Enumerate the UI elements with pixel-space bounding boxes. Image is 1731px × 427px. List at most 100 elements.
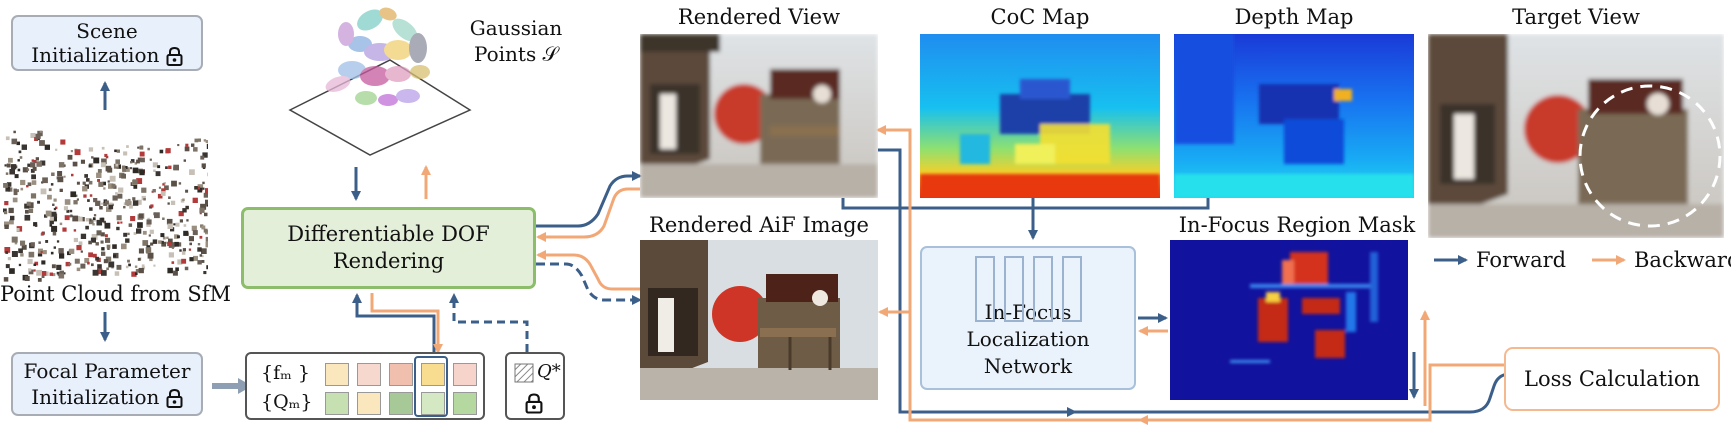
point-cloud-dot — [57, 171, 63, 176]
point-cloud-dot — [105, 256, 112, 262]
point-cloud-dot — [104, 153, 108, 157]
point-cloud-dot — [128, 263, 131, 267]
focal-init-line2-row: Initialization — [31, 384, 183, 410]
point-cloud-dot — [63, 206, 68, 211]
point-cloud-dot — [19, 156, 23, 159]
point-cloud-dot — [39, 140, 45, 146]
point-cloud-dot — [80, 250, 83, 253]
point-cloud-dot — [197, 260, 202, 265]
point-cloud-dot — [186, 219, 189, 222]
point-cloud-dot — [124, 166, 128, 169]
point-cloud-dot — [78, 241, 83, 246]
point-cloud-dot — [8, 157, 13, 163]
point-cloud-dot — [197, 247, 202, 252]
point-cloud-dot — [95, 256, 99, 261]
point-cloud-dot — [178, 211, 184, 217]
point-cloud-dot — [101, 146, 105, 150]
point-cloud-dot — [97, 169, 102, 173]
point-cloud-dot — [132, 197, 136, 201]
point-cloud-dot — [157, 165, 161, 169]
point-cloud-dot — [80, 217, 85, 222]
point-cloud-dot — [201, 225, 206, 230]
point-cloud-dot — [202, 152, 208, 158]
point-cloud-dot — [182, 198, 185, 201]
scene-init-line1: Scene — [76, 19, 138, 43]
point-cloud-dot — [191, 143, 195, 147]
point-cloud-dot — [37, 130, 43, 137]
point-cloud-dot — [162, 236, 166, 240]
selected-column-highlight — [414, 356, 448, 417]
point-cloud-dot — [108, 261, 115, 268]
point-cloud-dot — [114, 149, 117, 153]
point-cloud-dot — [184, 266, 189, 271]
point-cloud-dot — [130, 167, 133, 170]
point-cloud-dot — [67, 154, 73, 160]
point-cloud-dot — [127, 232, 130, 236]
point-cloud-dot — [167, 223, 173, 229]
point-cloud-dot — [149, 229, 154, 234]
point-cloud-dot — [50, 183, 54, 186]
point-cloud-dot — [167, 267, 173, 274]
point-cloud-dot — [155, 171, 161, 177]
point-cloud-dot — [177, 235, 180, 239]
point-cloud-dot — [6, 163, 11, 168]
point-cloud-dot — [20, 240, 26, 246]
point-cloud-dot — [99, 206, 103, 210]
point-cloud-dot — [100, 232, 105, 237]
point-cloud-dot — [20, 179, 26, 186]
point-cloud-dot — [69, 215, 72, 218]
lock-icon — [166, 389, 183, 408]
point-cloud-dot — [139, 145, 144, 150]
point-cloud-dot — [152, 239, 158, 244]
point-cloud-dot — [123, 206, 126, 209]
point-cloud-dot — [98, 181, 104, 187]
differentiable-dof-rendering-box: Differentiable DOF Rendering — [241, 207, 536, 289]
network-line1: In-Focus Localization — [966, 300, 1090, 351]
point-cloud-dot — [36, 161, 42, 167]
point-cloud-dot — [16, 189, 19, 193]
point-cloud-dot — [202, 166, 206, 169]
point-cloud-dot — [85, 218, 90, 222]
point-cloud-dot — [73, 237, 78, 243]
point-cloud-dot — [132, 200, 139, 206]
dof-line2: Rendering — [332, 249, 445, 273]
point-cloud-dot — [18, 263, 22, 267]
point-cloud-dot — [137, 146, 140, 149]
point-cloud-dot — [206, 143, 208, 149]
point-cloud-dot — [4, 164, 7, 167]
coc-map-image — [920, 34, 1160, 198]
point-cloud-dot — [91, 263, 94, 267]
point-cloud-dot — [134, 265, 138, 268]
point-cloud-dot — [171, 180, 177, 187]
point-cloud-dot — [87, 199, 90, 202]
point-cloud-dot — [93, 198, 98, 203]
point-cloud-dot — [115, 192, 118, 195]
point-cloud-dot — [80, 263, 86, 269]
point-cloud-dot — [168, 238, 173, 244]
point-cloud-dot — [178, 182, 182, 185]
point-cloud-dot — [84, 258, 90, 263]
point-cloud-dot — [20, 187, 24, 191]
point-cloud-dot — [82, 186, 88, 192]
point-cloud-dot — [73, 200, 78, 205]
arrow-loss-to-rendered-view — [1138, 363, 1520, 425]
point-cloud-dot — [128, 223, 133, 227]
point-cloud-dot — [167, 242, 172, 247]
point-cloud-dot — [88, 218, 92, 222]
point-cloud-dot — [141, 187, 147, 193]
point-cloud-dot — [106, 244, 110, 249]
point-cloud-dot — [84, 174, 88, 178]
q-row-label: {Qₘ} — [261, 391, 313, 413]
point-cloud-dot — [148, 234, 151, 237]
legend-forward-label: Forward — [1476, 248, 1567, 272]
point-cloud-dot — [55, 148, 58, 151]
point-cloud-dot — [88, 180, 93, 185]
point-cloud-dot — [174, 241, 179, 247]
point-cloud-dot — [88, 164, 92, 168]
point-cloud-dot — [113, 254, 116, 258]
in-focus-localization-network-box: In-Focus Localization Network — [920, 246, 1136, 390]
point-cloud-dot — [89, 194, 93, 197]
in-focus-mask-title: In-Focus Region Mask — [1178, 213, 1416, 237]
point-cloud-dot — [146, 219, 152, 225]
point-cloud-dot — [8, 187, 13, 192]
